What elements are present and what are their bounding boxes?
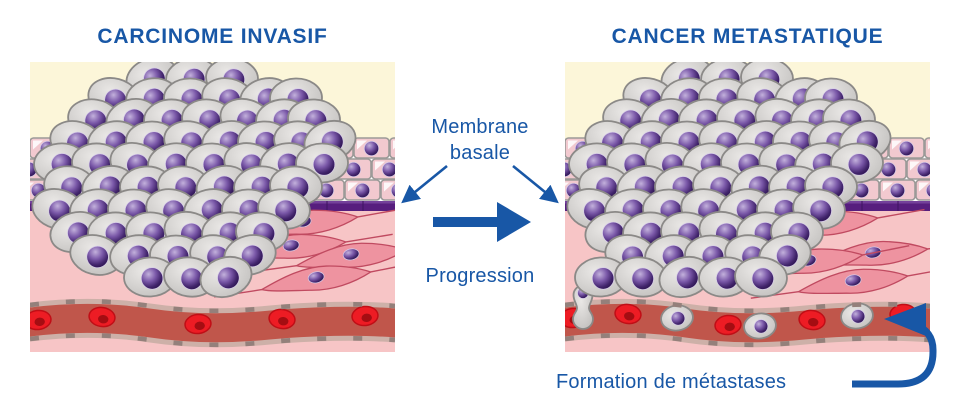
metastases-arrow-icon: [852, 303, 937, 388]
membrane-pointer-right-icon: [512, 164, 559, 204]
right-panel-title: CANCER METASTATIQUE: [611, 25, 884, 48]
epithelial-cell: [344, 179, 381, 201]
epithelial-cell: [353, 137, 390, 159]
epithelial-cell: [879, 179, 916, 201]
blood-vessel: [30, 301, 395, 345]
membrane-label-line2: basale: [449, 142, 511, 164]
epithelial-cell: [906, 158, 930, 180]
epithelial-cell: [915, 179, 930, 201]
membrane-tick: [326, 201, 328, 211]
membrane-pointer-left-icon: [401, 164, 448, 204]
vessel-wall-dashes: [565, 333, 930, 348]
metastatic-cancer-illustration: [565, 62, 930, 352]
membrane-tick: [897, 201, 899, 211]
invasive-carcinoma-illustration: [30, 62, 395, 352]
formation-metastases-label: Formation de métastases: [556, 371, 787, 393]
epithelial-cell: [924, 137, 930, 159]
progression-arrow-icon: [433, 202, 531, 242]
progression-label: Progression: [425, 265, 535, 287]
membrane-tick: [861, 201, 863, 211]
membrane-tick: [362, 201, 364, 211]
membrane-basale-label: Membrane basale: [398, 114, 562, 166]
vessel-wall-dashes: [30, 299, 395, 314]
epithelial-cell: [888, 137, 925, 159]
membrane-label-line1: Membrane: [431, 116, 529, 138]
vessel-wall-dashes: [565, 299, 930, 314]
left-panel-title: CARCINOME INVASIF: [97, 25, 328, 48]
vessel-wall-dashes: [30, 333, 395, 348]
